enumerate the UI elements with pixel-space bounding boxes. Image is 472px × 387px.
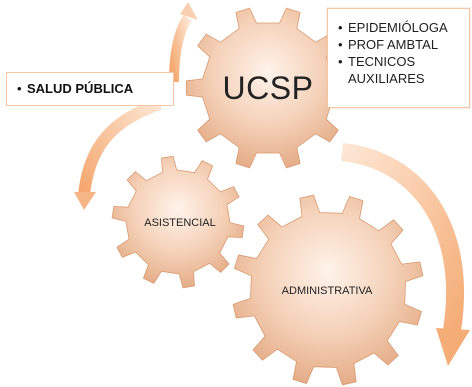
staff-item-tecnicos: TECNICOS AUXILIARES [338, 53, 468, 87]
gear-ucsp [185, 7, 351, 169]
gear-administrativa [232, 194, 424, 386]
gear-label-ucsp: UCSP [222, 70, 314, 106]
staff-callout: EPIDEMIÓLOGA PROF AMBTAL TECNICOS AUXILI… [327, 8, 470, 108]
gear-label-administrativa: ADMINISTRATIVA [281, 285, 373, 297]
cycle-arrow-top [169, 2, 198, 83]
gear-asistencial [111, 155, 245, 289]
salud-publica-callout: SALUD PÚBLICA [6, 72, 174, 106]
cycle-arrow-left [74, 98, 162, 210]
staff-item-prof-ambtal: PROF AMBTAL [338, 36, 468, 53]
staff-item-epidemiologa: EPIDEMIÓLOGA [338, 19, 468, 36]
staff-list: EPIDEMIÓLOGA PROF AMBTAL TECNICOS AUXILI… [338, 19, 468, 87]
gear-label-asistencial: ASISTENCIAL [144, 217, 216, 229]
salud-publica-label: SALUD PÚBLICA [17, 81, 133, 96]
cycle-arrow-right [340, 143, 470, 366]
